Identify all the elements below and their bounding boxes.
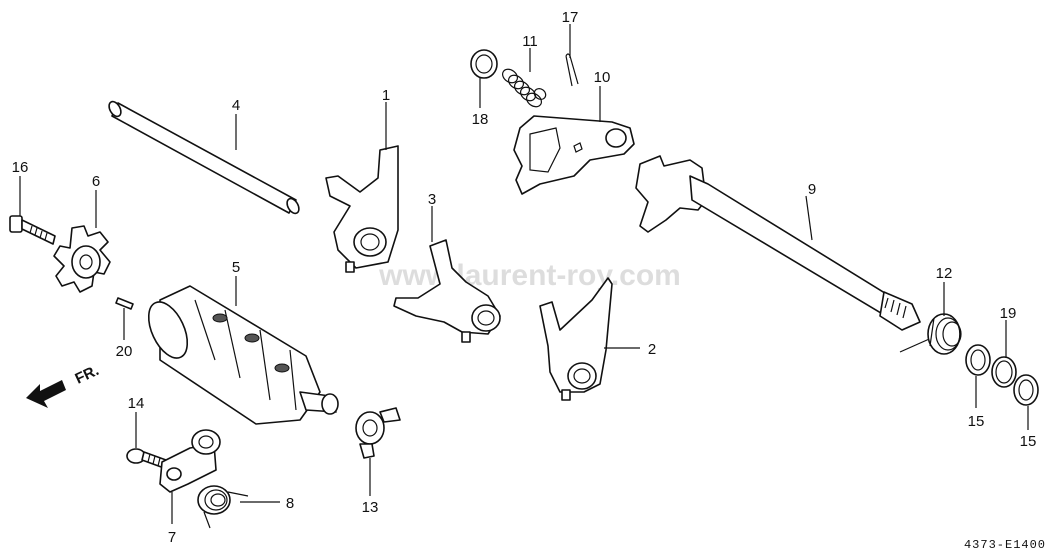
callout-16: 16 bbox=[12, 159, 29, 176]
gearshift-spindle bbox=[635, 155, 921, 331]
callout-12: 12 bbox=[936, 265, 953, 282]
stopper-bolt bbox=[126, 448, 167, 469]
shift-fork-1 bbox=[325, 145, 399, 273]
callout-2: 2 bbox=[648, 341, 656, 358]
callout-1: 1 bbox=[382, 87, 390, 104]
leader-lines bbox=[19, 24, 1029, 524]
bolt bbox=[9, 215, 56, 245]
callout-9: 9 bbox=[808, 181, 816, 198]
callout-20: 20 bbox=[116, 343, 133, 360]
callout-10: 10 bbox=[594, 69, 611, 86]
circlip-18 bbox=[470, 49, 498, 79]
shift-fork-shaft bbox=[108, 100, 300, 215]
oil-seal bbox=[991, 356, 1017, 388]
callout-13: 13 bbox=[362, 499, 379, 516]
direction-label: FR. bbox=[73, 362, 102, 388]
callout-3: 3 bbox=[428, 191, 436, 208]
stopper-arm-spring bbox=[197, 485, 249, 529]
washer-15-a bbox=[965, 344, 991, 376]
callout-17: 17 bbox=[562, 9, 579, 26]
stopper-spring bbox=[501, 68, 547, 108]
callout-11: 11 bbox=[522, 33, 538, 50]
gearshift-stopper-plate bbox=[513, 115, 635, 195]
watermark: www.laurent-roy.com bbox=[378, 259, 681, 292]
shift-fork-2 bbox=[539, 277, 613, 401]
front-direction-arrow: FR. bbox=[26, 362, 102, 408]
dowel-pin bbox=[115, 297, 134, 310]
figure-code: 4373-E1400 bbox=[963, 538, 1046, 552]
callout-7: 7 bbox=[168, 529, 176, 546]
callout-15b: 15 bbox=[1020, 433, 1037, 450]
cotter-pin bbox=[565, 53, 579, 87]
drum-center-plate bbox=[53, 225, 111, 293]
shift-drum bbox=[147, 285, 339, 425]
callout-4: 4 bbox=[232, 97, 240, 114]
callout-8: 8 bbox=[286, 495, 294, 512]
callout-14: 14 bbox=[128, 395, 145, 412]
callout-18: 18 bbox=[472, 111, 489, 128]
callout-19: 19 bbox=[1000, 305, 1017, 322]
washer-15-b bbox=[1013, 374, 1039, 406]
callout-15a: 15 bbox=[968, 413, 985, 430]
callout-6: 6 bbox=[92, 173, 100, 190]
shift-fork-3 bbox=[393, 239, 501, 343]
stopper-arm bbox=[159, 429, 221, 493]
drum-collar bbox=[355, 407, 401, 459]
callout-5: 5 bbox=[232, 259, 240, 276]
return-spring bbox=[899, 313, 962, 355]
